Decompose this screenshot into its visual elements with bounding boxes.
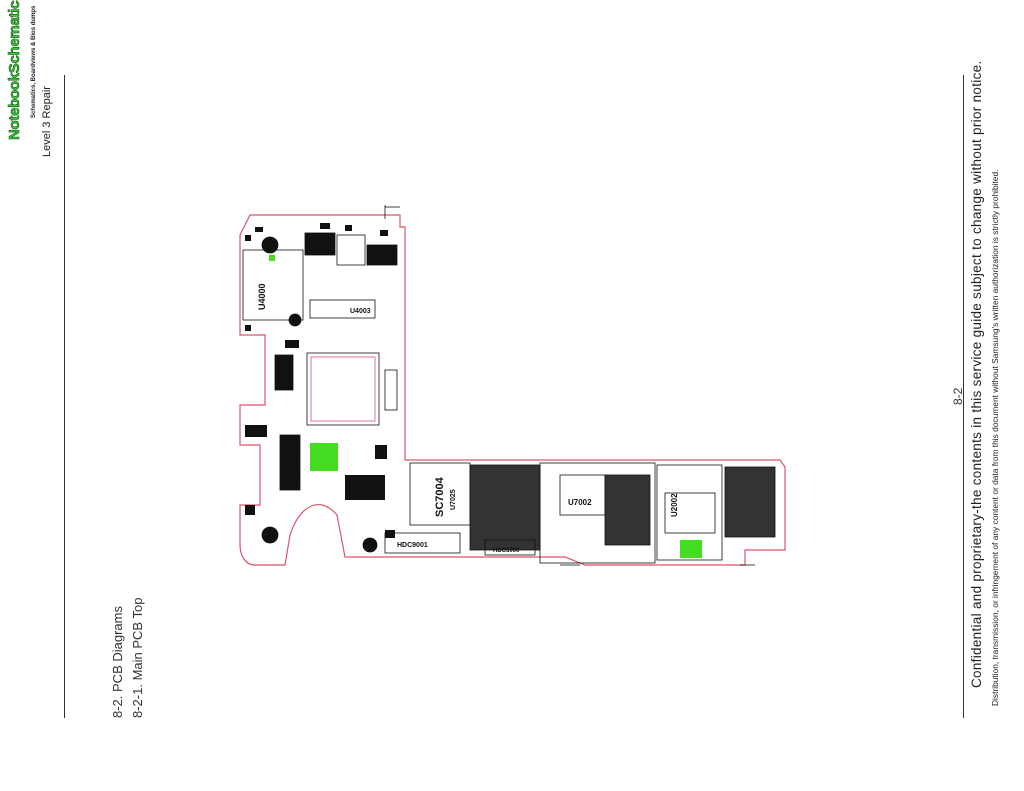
sub-heading: 8-2-1. Main PCB Top [130, 597, 145, 718]
watermark-tagline: Schematics, Boardviews & Bios dumps [31, 5, 37, 118]
lower-component-cluster [384, 462, 776, 564]
pcb-diagram: U4000 U4003 HDC9000 HDC9001 SC7004 U7025… [239, 205, 786, 566]
bottom-rule [963, 75, 964, 718]
board-outline [239, 214, 786, 566]
dimension-markers [384, 205, 755, 566]
watermark-logo: NotebookSchematics.com [6, 0, 24, 140]
label-u4003: U4003 [350, 308, 371, 315]
section-title: Level 3 Repair [41, 86, 53, 157]
label-u7025: U7025 [450, 489, 457, 510]
top-rule [64, 75, 65, 718]
label-hdc9001: HDC9001 [397, 542, 428, 549]
label-u7002: U7002 [568, 498, 592, 507]
highlighted-pads [269, 255, 702, 558]
page-number: 8-2 [951, 387, 965, 405]
label-hdc9000: HDC9000 [294, 459, 301, 490]
chapter-heading: 8-2. PCB Diagrams [110, 606, 125, 718]
label-sc7004: SC7004 [434, 476, 446, 517]
upper-component-cluster [242, 232, 398, 553]
small-components [245, 223, 395, 538]
distribution-notice: Distribution, transmission, or infringem… [990, 169, 1000, 706]
label-u2002: U2002 [670, 493, 679, 517]
confidential-notice: Confidential and proprietary-the content… [969, 60, 984, 689]
label-hdc5000: HDC5000 [493, 548, 520, 554]
label-u4000: U4000 [257, 283, 267, 310]
